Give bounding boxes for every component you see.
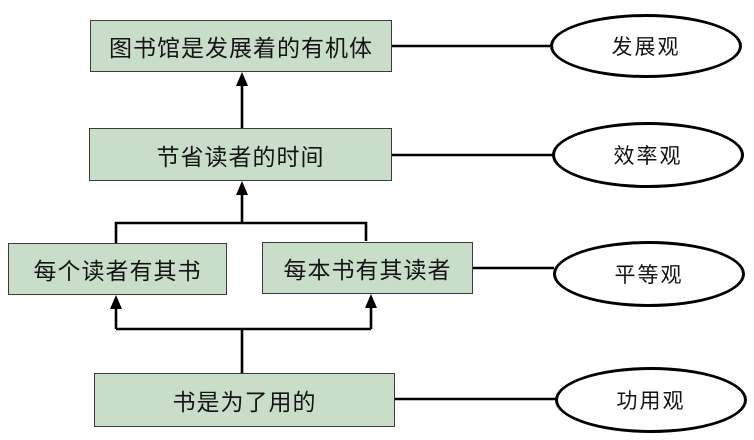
box-books-are-for-use: 书是为了用的	[94, 373, 395, 427]
box-library-growing-organism: 图书馆是发展着的有机体	[90, 20, 392, 72]
box-save-readers-time: 节省读者的时间	[89, 128, 392, 181]
ellipse-development-view: 发展观	[550, 14, 742, 78]
ellipse-equality-view: 平等观	[553, 241, 745, 307]
box-every-book-its-reader: 每本书有其读者	[262, 242, 473, 294]
connector-merge-level3	[114, 221, 368, 244]
ellipse-utility-view: 功用观	[555, 367, 747, 433]
ellipse-efficiency-view: 效率观	[552, 122, 744, 188]
box-every-reader-his-book: 每个读者有其书	[8, 243, 227, 295]
